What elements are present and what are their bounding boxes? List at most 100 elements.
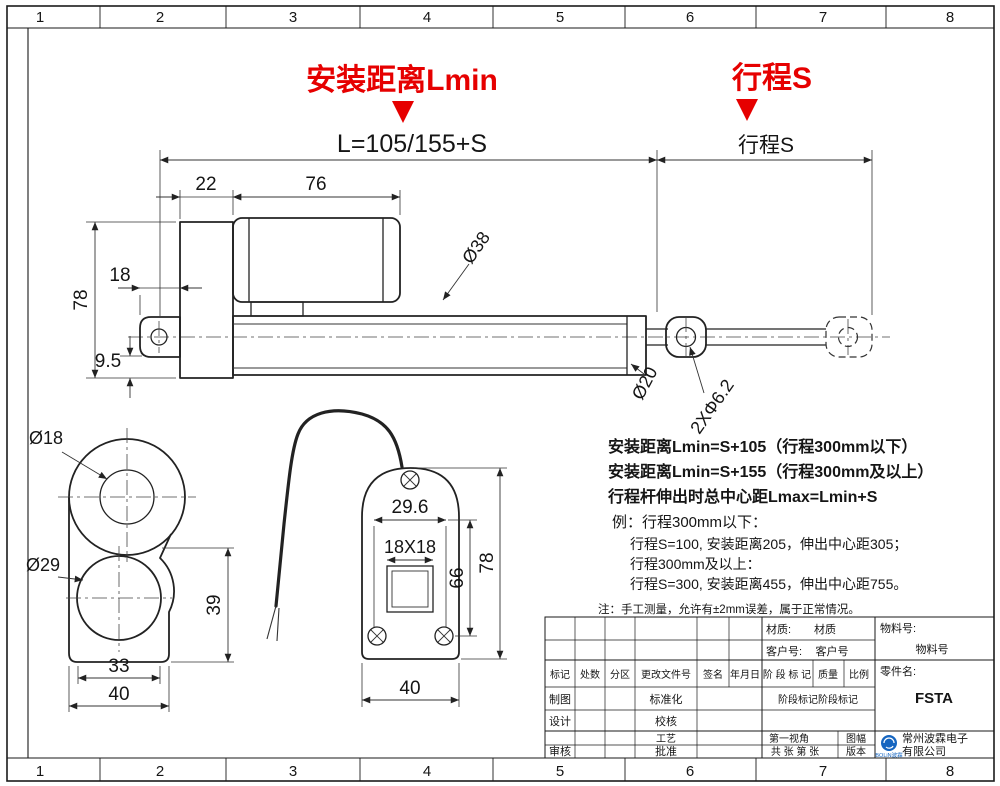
company-logo: BOLiN波霖 常州波霖电子 有限公司: [875, 732, 968, 759]
col-label-top: 6: [686, 9, 694, 26]
dim-9-5: 9.5: [95, 351, 121, 372]
frame-column-numbers: 1 2 3 4 5 6 7 8 1 2 3 4 5 6 7 8: [36, 9, 954, 780]
role-review: 审核: [549, 744, 571, 758]
customer-value: 客户号: [816, 644, 849, 658]
down-arrow-icon: [392, 101, 414, 123]
part-name-label: 零件名:: [880, 664, 916, 678]
dim-dia29: Ø29: [26, 555, 60, 575]
customer-label: 客户号:: [766, 644, 802, 658]
col-label-bottom: 4: [423, 763, 431, 780]
actuator-end-view: 29.6 18X18 66 78 40: [266, 409, 507, 707]
screw-left: [367, 626, 387, 646]
rev-header-date: 年月日: [730, 668, 760, 681]
version-label: 版本: [846, 745, 866, 758]
end-view-body: [361, 467, 460, 660]
col-label-top: 4: [423, 9, 431, 26]
role-process: 工艺: [656, 733, 676, 745]
screw-right: [434, 626, 454, 646]
dim-dia20: Ø20: [628, 363, 662, 402]
dim-18x18: 18X18: [384, 537, 436, 557]
dim-78: 78: [71, 289, 92, 310]
note-line-1: 安装距离Lmin=S+105（行程300mm以下）: [608, 437, 917, 456]
drawing-frame: [6, 5, 995, 782]
dim-78-view: 78: [477, 552, 498, 573]
actuator-side-view: [128, 217, 890, 379]
dim-40-view: 40: [399, 678, 420, 699]
dim-22: 22: [195, 174, 216, 195]
dim-76: 76: [305, 174, 326, 195]
dim-stroke: 行程S: [738, 134, 794, 157]
col-label-top: 7: [819, 9, 827, 26]
role-design: 设计: [549, 715, 571, 728]
col-label-bottom: 2: [156, 763, 164, 780]
note-line-7: 行程S=300, 安装距离455，伸出中心距755。: [630, 576, 907, 592]
col-label-bottom: 7: [819, 763, 827, 780]
dim-29-6: 29.6: [392, 497, 429, 518]
material-value: 材质: [814, 622, 836, 636]
col-label-top: 5: [556, 9, 564, 26]
outer-tube: [232, 315, 647, 376]
col-label-bottom: 5: [556, 763, 564, 780]
part-name-value: FSTA: [915, 690, 953, 707]
bracket-profile: [68, 497, 175, 663]
dim-total-length: L=105/155+S: [337, 130, 487, 158]
col-label-bottom: 3: [289, 763, 297, 780]
install-distance-callout: 安装距离Lmin: [306, 64, 498, 97]
col-label-bottom: 1: [36, 763, 44, 780]
down-arrow-icon: [736, 99, 758, 121]
quality-label: 质量: [818, 669, 838, 681]
dim-40-bracket: 40: [108, 684, 129, 705]
extended-rod-phantom: [706, 316, 873, 358]
title-block: 材质: 材质 客户号: 客户号 物料号: 物料号 标记 处数 分区 更改文件号 …: [544, 616, 995, 759]
col-label-bottom: 8: [946, 763, 954, 780]
dim-39: 39: [204, 594, 225, 615]
screw-top: [400, 470, 420, 490]
col-label-top: 3: [289, 9, 297, 26]
dim-mounting-holes: 2XΦ6.2: [686, 376, 738, 438]
note-line-3: 行程杆伸出时总中心距Lmax=Lmin+S: [607, 487, 878, 506]
motor-body: [232, 217, 401, 303]
note-footnote: 注：手工测量，允许有±2mm误差，属于正常情况。: [598, 602, 860, 616]
company-name-line1: 常州波霖电子: [902, 732, 968, 745]
red-callouts: 安装距离Lmin 行程S: [306, 62, 812, 123]
col-label-bottom: 6: [686, 763, 694, 780]
dim-66: 66: [447, 567, 468, 588]
dim-33: 33: [108, 656, 129, 677]
item-number-label: 物料号:: [880, 621, 916, 635]
material-label: 材质:: [766, 622, 791, 636]
rev-header-mark: 标记: [550, 669, 570, 681]
col-label-top: 2: [156, 9, 164, 26]
first-angle-label: 第一视角: [769, 732, 809, 745]
wire-end: [276, 607, 280, 642]
rev-header-sign: 签名: [703, 668, 723, 681]
role-approve: 批准: [655, 744, 677, 758]
stage-mark-value: 阶段标记阶段标记: [778, 693, 858, 706]
brand-text: BOLiN波霖: [875, 751, 903, 759]
frame-ticks: [99, 6, 887, 781]
stage-mark-label: 阶 段 标 记: [763, 668, 811, 681]
gearbox-housing: [179, 221, 234, 379]
rev-header-docno: 更改文件号: [641, 668, 691, 681]
bracket-bore: [99, 469, 155, 525]
col-label-top: 1: [36, 9, 44, 26]
rev-header-count: 处数: [580, 668, 600, 681]
role-draft: 制图: [549, 693, 571, 706]
note-line-4: 例：行程300mm以下：: [612, 514, 767, 531]
note-line-6: 行程300mm及以上：: [630, 556, 761, 572]
dim-dia38: Ø38: [458, 228, 494, 267]
side-view-dimensions: L=105/155+S 行程S 22 76 18 78 9.5 Ø38 Ø20 …: [71, 130, 873, 438]
role-check: 校核: [655, 714, 677, 728]
scale-label: 比例: [849, 668, 869, 681]
wire-end: [266, 605, 277, 640]
rev-header-zone: 分区: [610, 669, 630, 681]
dim-18: 18: [109, 265, 130, 286]
dim-dia18: Ø18: [29, 428, 63, 448]
power-cable: [274, 409, 404, 608]
rear-clevis: [139, 316, 181, 358]
spec-notes: 安装距离Lmin=S+105（行程300mm以下） 安装距离Lmin=S+155…: [598, 437, 933, 616]
note-line-5: 行程S=100, 安装距离205，伸出中心距305；: [630, 536, 907, 553]
pages-label: 共 张 第 张: [771, 745, 819, 758]
stroke-callout: 行程S: [731, 62, 812, 95]
